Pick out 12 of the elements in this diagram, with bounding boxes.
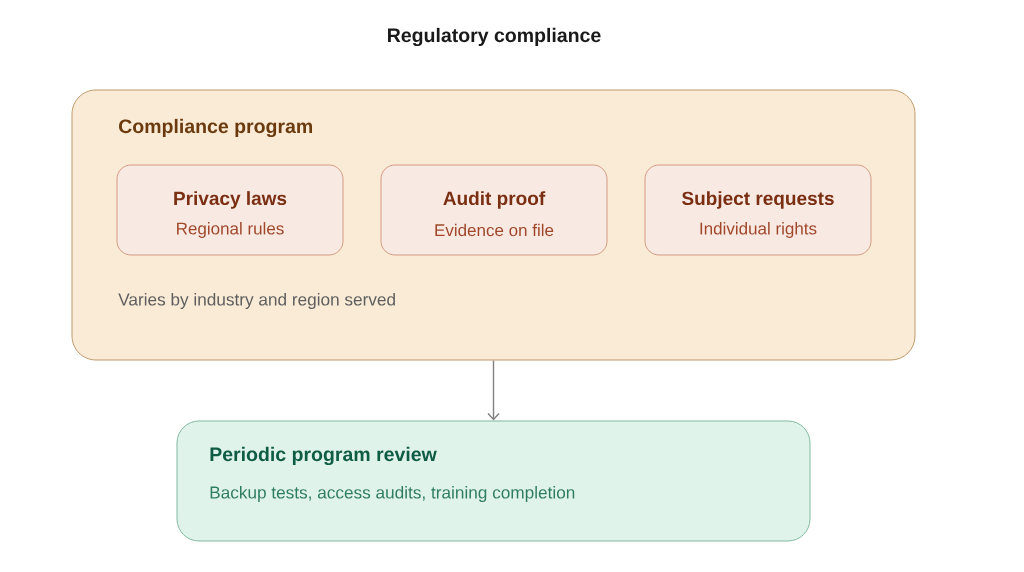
card-subtitle: Evidence on file [435,223,554,237]
panel-heading: Periodic program review [210,446,437,466]
card-title: Privacy laws [174,191,287,209]
arrow [487,359,500,421]
card-subtitle: Individual rights [700,222,817,238]
title: Regulatory compliance [388,27,601,47]
card-title: Audit proof [443,191,546,209]
card-subtitle: Regional rules [177,222,284,238]
card-title: Subject requests [682,191,834,209]
note-text: Varies by industry and region served [118,292,395,309]
panel-heading: Compliance program [119,118,312,138]
body-text: Backup tests, access audits, training completion [210,485,575,502]
